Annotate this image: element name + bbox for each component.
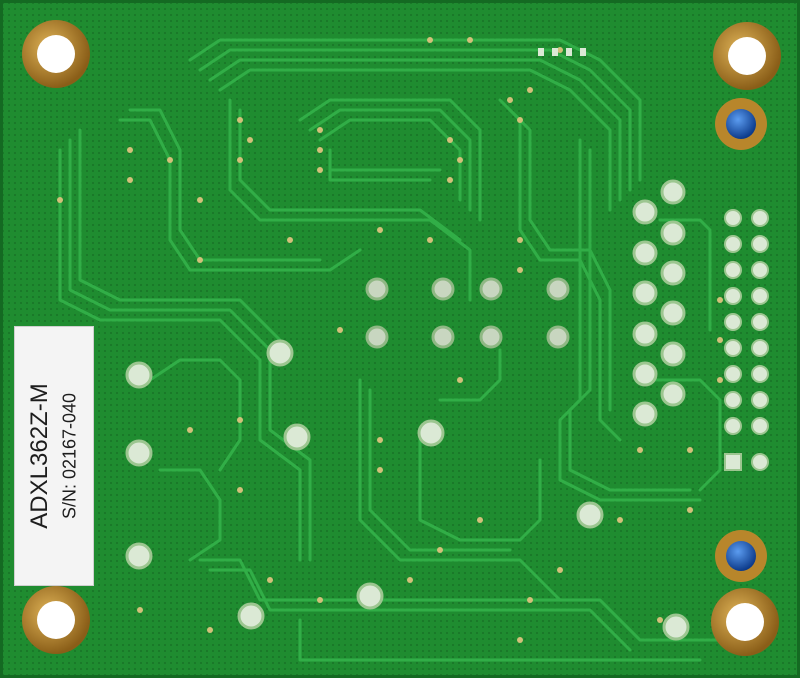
small-connector (538, 48, 586, 56)
mounting-holes (22, 20, 781, 656)
blue-components (715, 98, 767, 582)
connector-pads (632, 179, 686, 427)
serial-number: S/N: 02167-040 (59, 392, 80, 520)
serial-label: ADXL362Z-M S/N: 02167-040 (14, 326, 94, 586)
model-number: ADXL362Z-M (26, 383, 53, 529)
through-hole-pads (125, 339, 690, 641)
sensor-pads (365, 277, 570, 349)
copper-traces (58, 38, 722, 662)
vias (57, 37, 723, 643)
header-pins (724, 209, 769, 471)
